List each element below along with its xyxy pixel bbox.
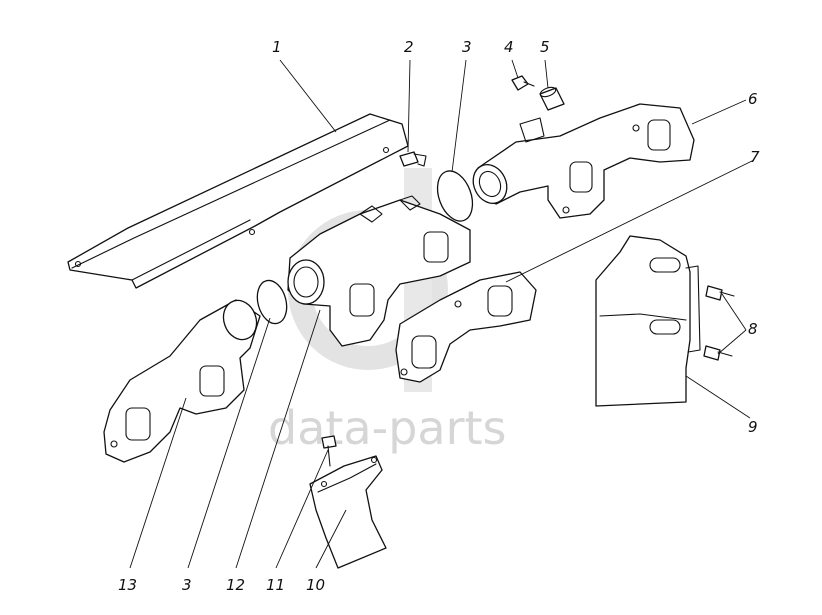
- bolt-top: [511, 75, 535, 91]
- callout-12: 12: [226, 576, 245, 594]
- gasket-ring-upper: [436, 170, 474, 222]
- watermark-text: data-parts: [268, 401, 507, 455]
- leader-lines: [129, 59, 755, 569]
- callout-4: 4: [504, 38, 514, 56]
- sleeve: [539, 86, 565, 111]
- callout-11: 11: [266, 576, 285, 594]
- bolt-small: [399, 151, 427, 167]
- callout-2: 2: [404, 38, 414, 56]
- callout-10: 10: [306, 576, 325, 594]
- callout-7: 7: [750, 148, 760, 166]
- heat-shield-right: [595, 235, 701, 407]
- bracket-shield: [309, 455, 387, 569]
- heat-shield-long: [67, 113, 409, 289]
- manifold-gasket: [395, 271, 537, 383]
- bolts-pair: [703, 285, 735, 361]
- callout-5: 5: [540, 38, 550, 56]
- gasket-ring-lower: [256, 279, 288, 325]
- bolt-bottom: [321, 435, 337, 467]
- exhaust-manifold-left: [103, 299, 261, 463]
- callout-13: 13: [118, 576, 137, 594]
- callout-3-lower: 3: [182, 576, 192, 594]
- callout-1: 1: [272, 38, 282, 56]
- callout-8: 8: [748, 320, 758, 338]
- callout-6: 6: [748, 90, 758, 108]
- exhaust-manifold-right: [472, 103, 695, 219]
- callout-labels: 1 2 3 4 5 6 7 8 9 13 3 12 11 10: [118, 38, 760, 594]
- callout-9: 9: [748, 418, 758, 436]
- callout-3-upper: 3: [462, 38, 472, 56]
- exhaust-manifold-center: [287, 195, 471, 347]
